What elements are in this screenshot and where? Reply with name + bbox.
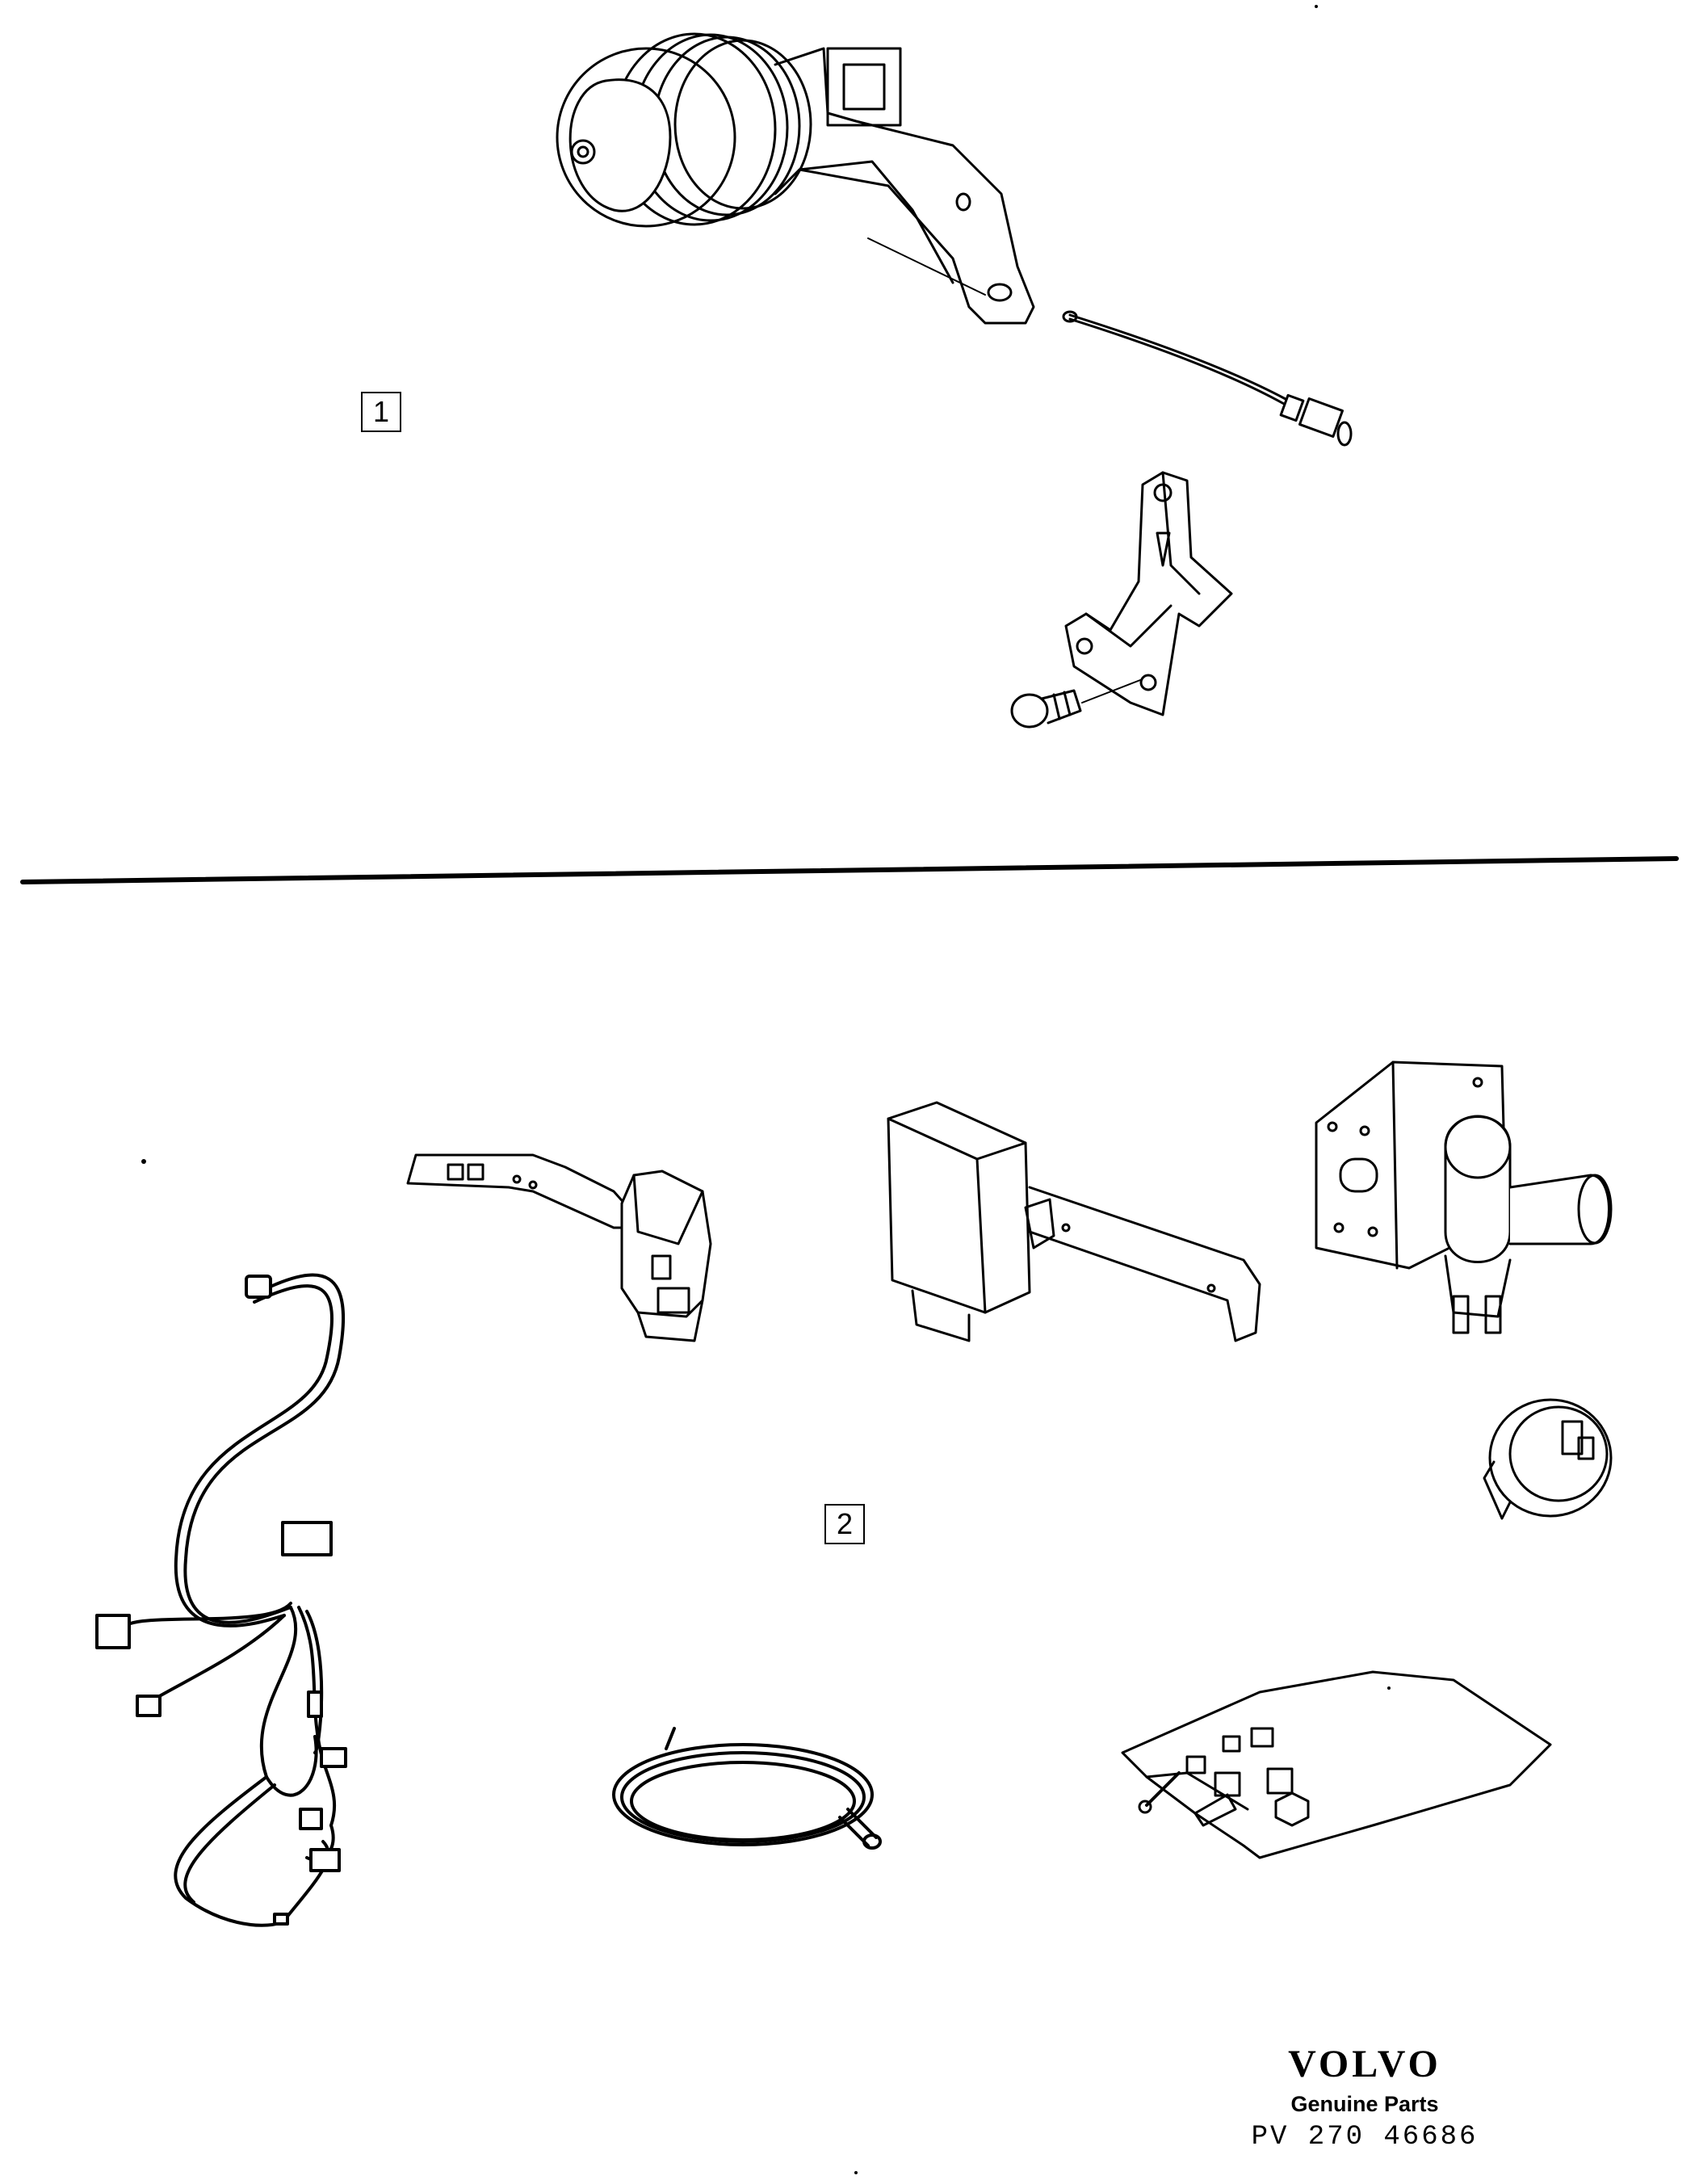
- callout-1: 1: [361, 392, 401, 432]
- control-cable: [1062, 310, 1353, 447]
- cruise-control-switch: [406, 1153, 712, 1342]
- vacuum-pump: [1315, 1060, 1613, 1334]
- scan-specks: [141, 5, 1391, 2174]
- volvo-logo: VOLVO: [1288, 2043, 1441, 2085]
- vacuum-hose: [612, 1727, 882, 1850]
- parts-kit-bag: [1121, 1670, 1552, 1859]
- control-unit: [887, 1101, 1261, 1342]
- brand-block: VOLVO Genuine Parts PV 270 46686: [1211, 2043, 1518, 2153]
- vacuum-valve: [1483, 1398, 1613, 1520]
- angle-bracket: [1010, 471, 1233, 729]
- callout-2: 2: [824, 1504, 865, 1544]
- part-reference-code: PV 270 46686: [1251, 2122, 1479, 2152]
- wiring-harness: [95, 1273, 347, 1927]
- brand-subtitle: Genuine Parts: [1290, 2092, 1439, 2116]
- vacuum-servo-actuator: [556, 32, 1035, 325]
- section-divider: [20, 856, 1679, 884]
